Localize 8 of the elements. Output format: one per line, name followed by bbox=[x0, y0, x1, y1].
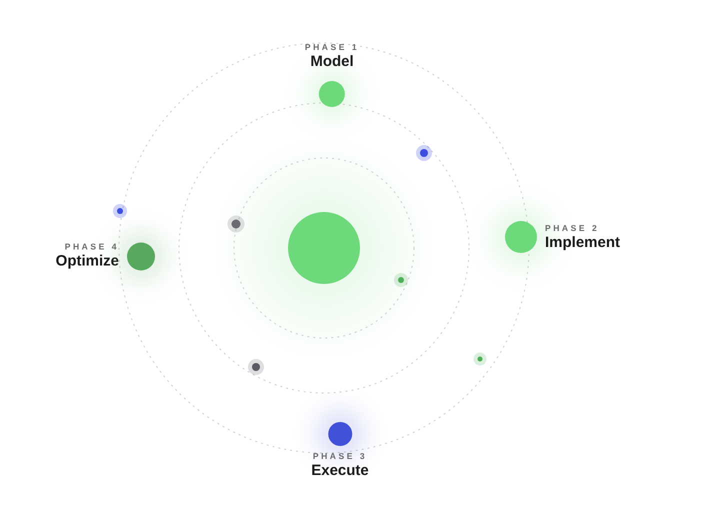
phase-label: PHASE 4 bbox=[64, 242, 119, 252]
phase-title: Optimize bbox=[56, 252, 119, 270]
phase-title: Model bbox=[310, 53, 354, 71]
phase-label: PHASE 1 bbox=[304, 42, 360, 53]
phase-title: Implement bbox=[545, 234, 620, 252]
phase-title: Execute bbox=[311, 462, 369, 480]
phase-label: PHASE 2 bbox=[545, 222, 600, 234]
phase-label: PHASE 3 bbox=[312, 451, 368, 462]
